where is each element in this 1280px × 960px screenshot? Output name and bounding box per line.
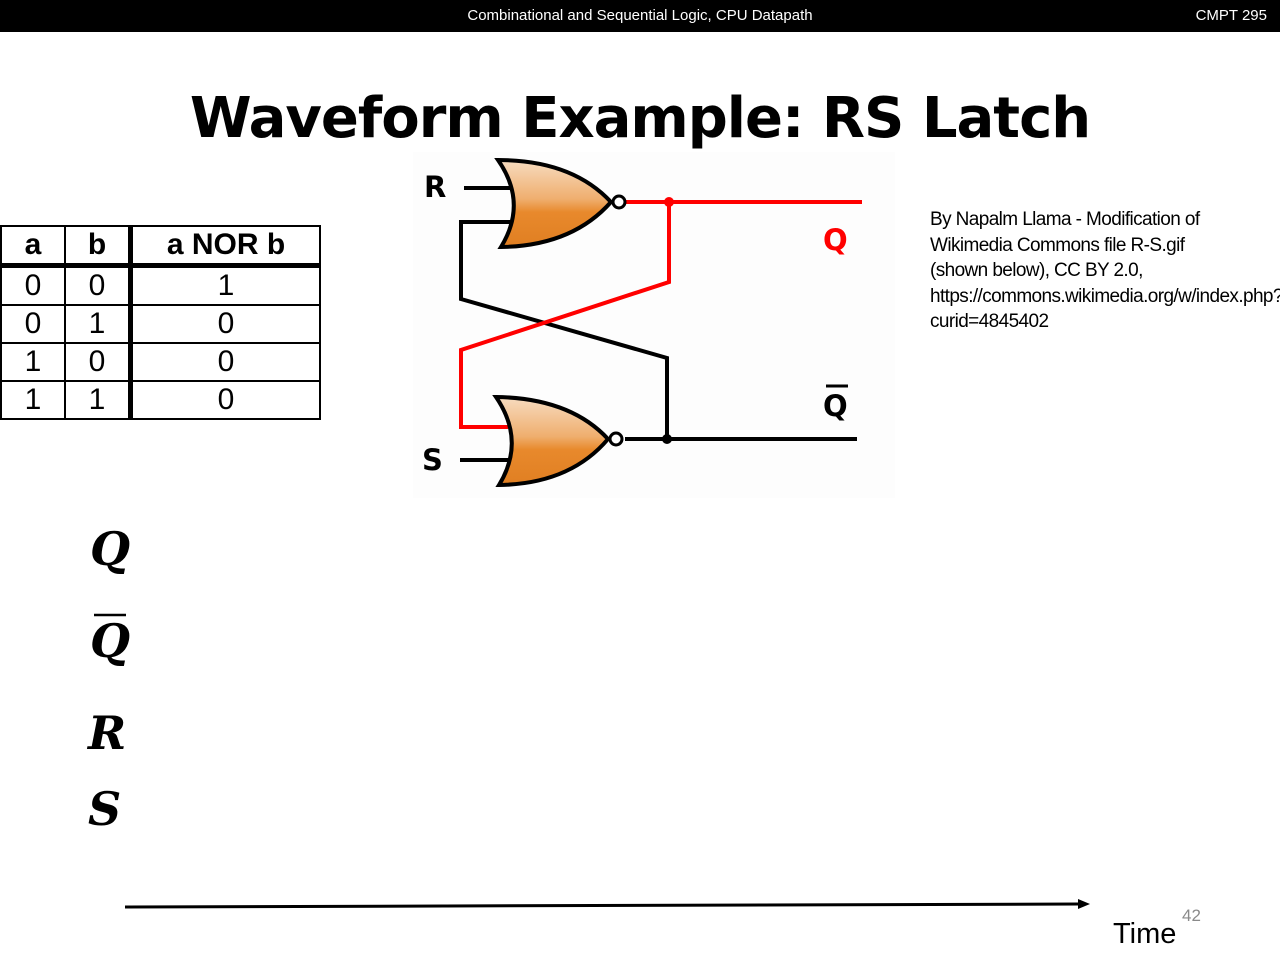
page-number: 42 <box>1182 906 1201 925</box>
cell: 0 <box>0 304 66 344</box>
q-junction <box>664 197 674 207</box>
cell: 0 <box>64 342 133 382</box>
waveform-label-q: Q <box>90 522 131 576</box>
nor-gate-bottom <box>492 394 611 488</box>
cell: 0 <box>129 304 321 344</box>
waveform-label-qbar: Q <box>90 614 131 668</box>
label-qbar: Q <box>823 389 848 423</box>
header-b: b <box>64 225 133 268</box>
course-code: CMPT 295 <box>1195 7 1267 24</box>
cell: 0 <box>64 264 133 306</box>
slide-header: Combinational and Sequential Logic, CPU … <box>0 0 1280 32</box>
label-r: R <box>424 170 446 204</box>
cell: 1 <box>129 264 321 306</box>
table-header-row: a b a NOR b <box>0 225 321 268</box>
inverter-bubble-top <box>611 194 627 210</box>
qbar-junction <box>662 434 672 444</box>
label-q: Q <box>823 223 848 257</box>
cell: 1 <box>0 380 66 420</box>
header-a: a <box>0 225 66 268</box>
time-axis <box>124 902 1081 909</box>
nor-gate-top <box>494 157 614 250</box>
cell: 1 <box>64 304 133 344</box>
time-axis-arrowhead <box>1078 899 1090 909</box>
cell: 0 <box>129 342 321 382</box>
image-credit: By Napalm Llama - Modification of Wikime… <box>930 209 1280 332</box>
time-axis-label: Time <box>1113 918 1177 950</box>
qbar-feedback-wire <box>459 220 669 439</box>
cell: 0 <box>129 380 321 420</box>
waveform-label-r: R <box>88 706 127 760</box>
label-s: S <box>422 443 443 477</box>
cell: 0 <box>0 264 66 306</box>
cell: 1 <box>0 342 66 382</box>
slide-title: Waveform Example: RS Latch <box>189 86 1091 151</box>
course-topic: Combinational and Sequential Logic, CPU … <box>467 7 813 24</box>
q-feedback-wire <box>459 202 671 429</box>
cell: 1 <box>64 380 133 420</box>
header-nor: a NOR b <box>129 225 321 268</box>
inverter-bubble-bottom <box>608 431 624 447</box>
waveform-label-s: S <box>88 782 122 836</box>
